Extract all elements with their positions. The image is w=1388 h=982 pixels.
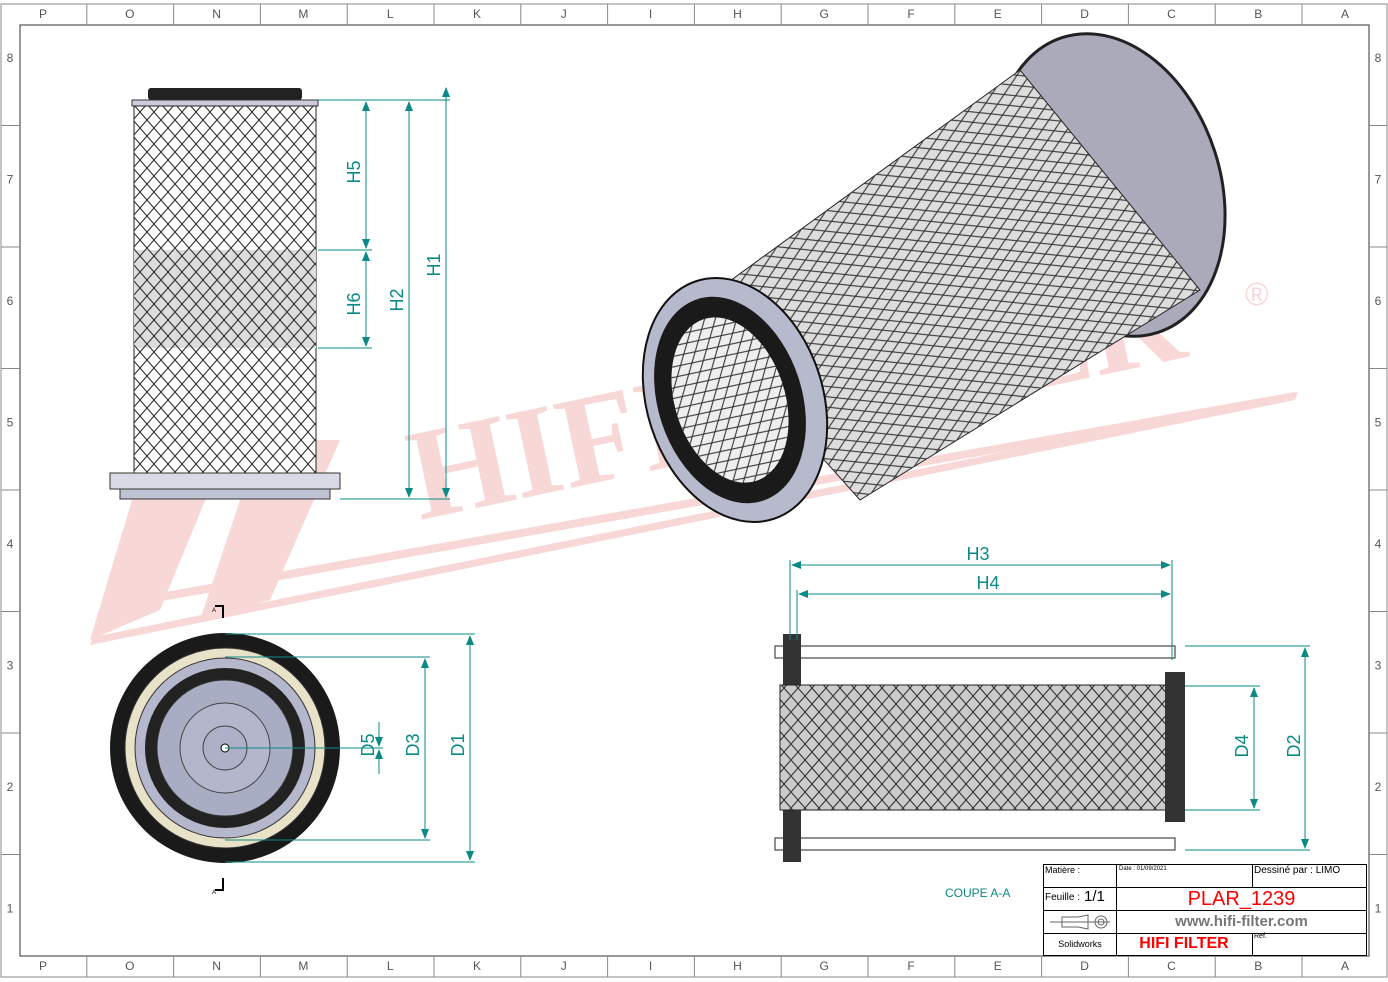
brand: HIFI FILTER <box>1139 935 1229 952</box>
section-marker: A <box>212 608 216 614</box>
projection-symbol-icon <box>1050 914 1110 930</box>
zone-row-label: 7 <box>7 173 14 187</box>
zone-row-label: 8 <box>1375 51 1382 65</box>
zone-row-label: 4 <box>1375 537 1382 551</box>
iso-view <box>641 32 1227 523</box>
zone-column-label: N <box>212 959 221 973</box>
zone-row-label: 5 <box>7 416 14 430</box>
software: Solidworks <box>1058 939 1102 949</box>
dimension-label-h6: H6 <box>344 292 364 315</box>
sheet-value: 1/1 <box>1084 888 1105 905</box>
zone-column-label: E <box>994 7 1002 21</box>
side-view <box>109 88 341 500</box>
zone-column-label: G <box>820 959 829 973</box>
zone-column-label: C <box>1167 959 1176 973</box>
zone-column-label: H <box>733 959 742 973</box>
zone-column-label: L <box>387 7 394 21</box>
end-view <box>110 605 340 891</box>
section-marker: A <box>212 890 216 896</box>
dimension-label-h3: H3 <box>966 544 989 564</box>
dimension-label-h1: H1 <box>424 253 444 276</box>
zone-column-label: O <box>125 959 134 973</box>
zone-column-label: B <box>1254 7 1262 21</box>
part-number: PLAR_1239 <box>1187 888 1296 910</box>
title-block: Matière : Date : 01/09/2021 Dessiné par … <box>1043 864 1367 956</box>
zone-column-label: N <box>212 7 221 21</box>
zone-column-label: L <box>387 959 394 973</box>
matiere-label: Matière : <box>1045 865 1081 875</box>
ref-label: Ref. <box>1254 933 1267 940</box>
website: www.hifi-filter.com <box>1175 913 1308 930</box>
zone-column-label: C <box>1167 7 1176 21</box>
svg-text:®: ® <box>1245 276 1269 312</box>
zone-column-label: B <box>1254 959 1262 973</box>
dimension-lines <box>225 87 1310 863</box>
dimension-label-d1: D1 <box>448 733 468 756</box>
zone-column-label: F <box>907 959 914 973</box>
zone-column-label: E <box>994 959 1002 973</box>
zone-column-label: J <box>561 7 567 21</box>
zone-row-label: 6 <box>1375 294 1382 308</box>
zone-row-label: 1 <box>1375 902 1382 916</box>
zone-labels: P P O O N N M M L L K K J J I I H H G G F F E E D D C C B B A A 8 8 7 7 6 6 5 5… <box>1 4 1387 977</box>
section-label: COUPE A-A <box>945 886 1011 900</box>
dimension-label-d2: D2 <box>1284 734 1304 757</box>
zone-column-label: A <box>1341 959 1349 973</box>
section-view <box>774 634 1185 862</box>
zone-column-label: F <box>907 7 914 21</box>
zone-column-label: K <box>473 959 481 973</box>
dimension-label-d3: D3 <box>403 733 423 756</box>
dimension-label-d4: D4 <box>1232 734 1252 757</box>
zone-column-label: I <box>649 7 652 21</box>
dimension-label-h5: H5 <box>344 160 364 183</box>
zone-column-label: H <box>733 7 742 21</box>
drawn-by: Dessiné par : LIMO <box>1254 865 1341 876</box>
zone-row-label: 5 <box>1375 416 1382 430</box>
zone-column-label: M <box>298 959 308 973</box>
dimension-label-d5: D5 <box>358 733 378 756</box>
zone-column-label: O <box>125 7 134 21</box>
dimension-label-h4: H4 <box>976 573 999 593</box>
zone-column-label: I <box>649 959 652 973</box>
zone-row-label: 2 <box>1375 780 1382 794</box>
zone-column-label: K <box>473 7 481 21</box>
zone-column-label: P <box>39 959 47 973</box>
dimension-label-h2: H2 <box>387 288 407 311</box>
zone-row-label: 7 <box>1375 173 1382 187</box>
sheet-label: Feuille : <box>1045 892 1081 903</box>
zone-row-label: 3 <box>1375 659 1382 673</box>
zone-column-label: G <box>820 7 829 21</box>
zone-row-label: 3 <box>7 659 14 673</box>
zone-row-label: 6 <box>7 294 14 308</box>
date-label: Date : 01/09/2021 <box>1119 866 1167 872</box>
zone-column-label: D <box>1080 7 1089 21</box>
zone-column-label: D <box>1080 959 1089 973</box>
zone-row-label: 4 <box>7 537 14 551</box>
zone-column-label: P <box>39 7 47 21</box>
zone-row-label: 1 <box>7 902 14 916</box>
zone-column-label: J <box>561 959 567 973</box>
zone-row-label: 8 <box>7 51 14 65</box>
zone-column-label: M <box>298 7 308 21</box>
zone-row-label: 2 <box>7 780 14 794</box>
zone-column-label: A <box>1341 7 1349 21</box>
